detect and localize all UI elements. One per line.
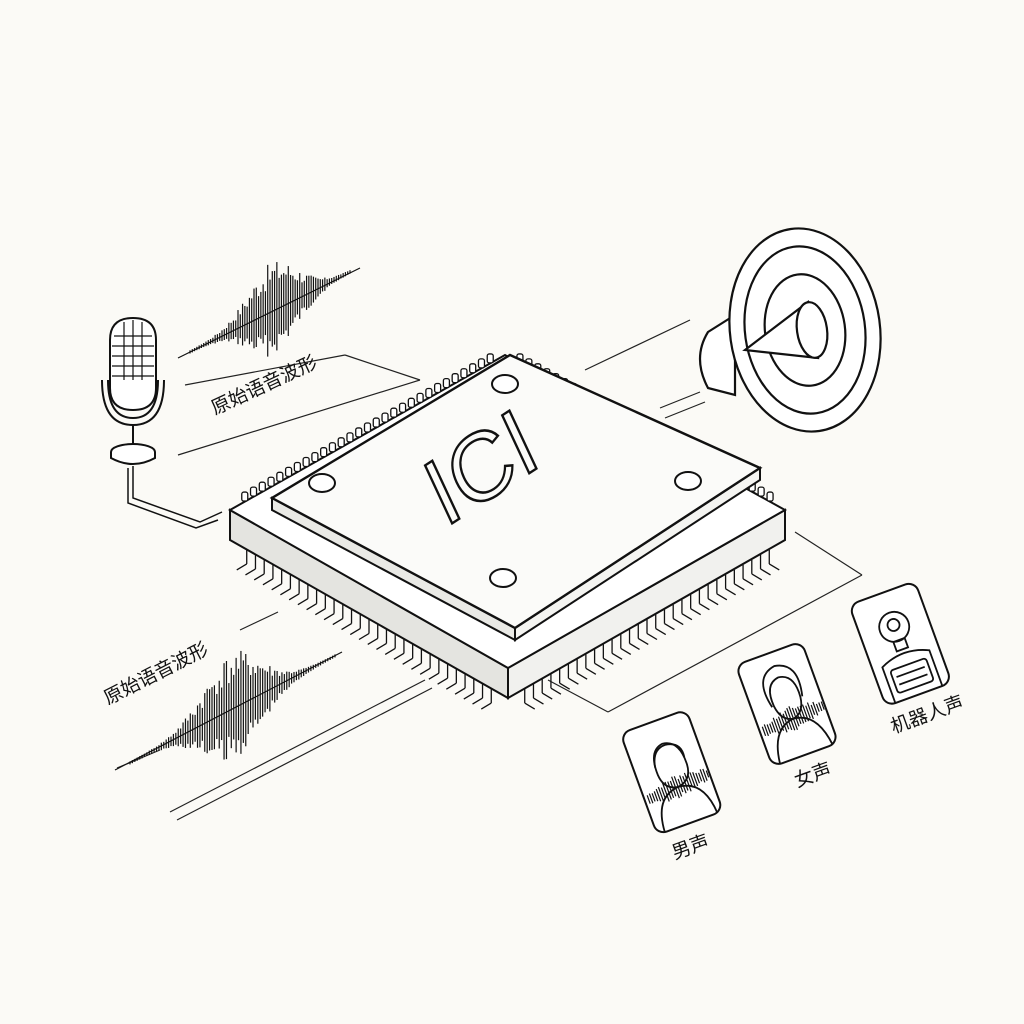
chip-pins xyxy=(236,549,780,710)
voice-card-male: 男声 xyxy=(622,711,722,864)
speaker-icon xyxy=(698,227,882,433)
waveform-label-bottom: 原始语音波形 xyxy=(100,638,212,709)
mount-hole xyxy=(674,471,702,491)
connector-lines xyxy=(116,319,863,821)
male-avatar-icon xyxy=(646,742,719,833)
mount-hole xyxy=(491,374,519,394)
voice-card-female: 女声 xyxy=(737,643,837,793)
mount-hole xyxy=(308,473,336,493)
voice-label-male: 男声 xyxy=(669,830,712,864)
voice-card-robot: 机器人声 xyxy=(850,582,967,738)
microphone-icon xyxy=(101,316,223,529)
chip-top-plate xyxy=(269,353,763,630)
ic-chip: ICI xyxy=(227,353,788,710)
robot-avatar-icon xyxy=(878,610,944,704)
female-avatar-icon xyxy=(761,664,834,765)
waveform-label-top: 原始语音波形 xyxy=(208,351,321,419)
mount-hole xyxy=(489,568,517,588)
waveform-top xyxy=(177,262,361,359)
voice-label-female: 女声 xyxy=(791,759,834,793)
waveform-bottom xyxy=(114,650,343,771)
